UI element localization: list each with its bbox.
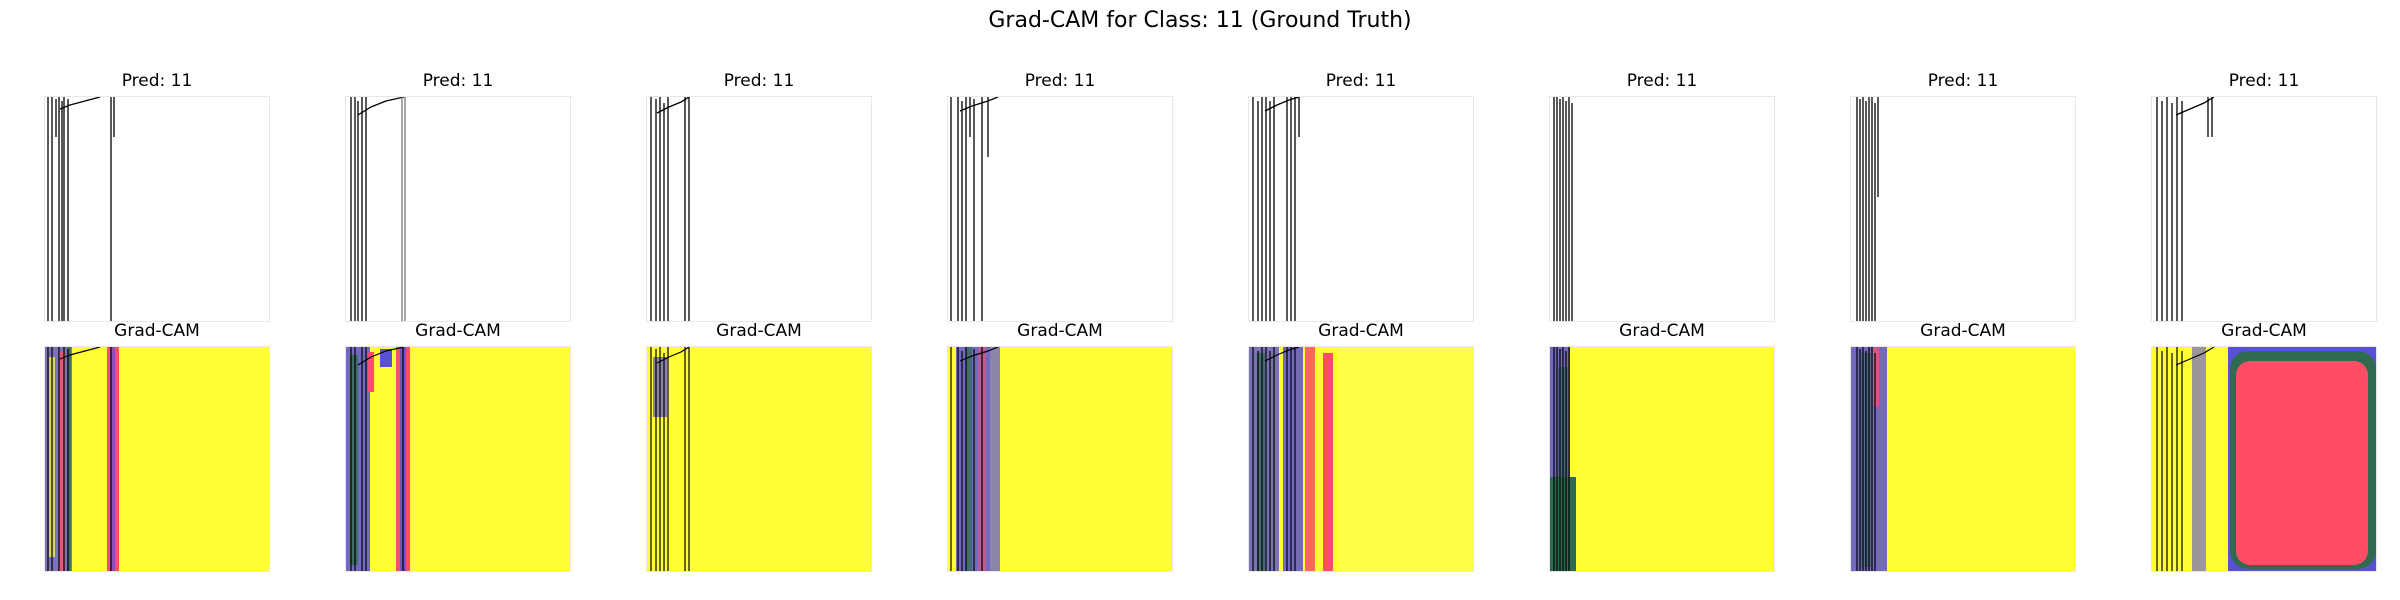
gradcam-title: Grad-CAM: [1619, 321, 1705, 341]
input-signal-image: [2151, 96, 2377, 322]
panel-column-4: Pred: 11 Grad-CAM: [947, 0, 1173, 600]
panel-column-8: Pred: 11 Grad-CAM: [2151, 0, 2377, 600]
panel-column-1: Pred: 11 Grad-CAM: [44, 0, 270, 600]
input-signal-image: [646, 96, 872, 322]
prediction-title: Pred: 11: [1024, 71, 1096, 91]
input-signal-image: [345, 96, 571, 322]
gradcam-title: Grad-CAM: [1318, 321, 1404, 341]
input-signal-image: [44, 96, 270, 322]
gradcam-heatmap: [947, 346, 1173, 572]
input-signal-image: [1549, 96, 1775, 322]
gradcam-heatmap: [44, 346, 270, 572]
panel-column-2: Pred: 11 Grad-CAM: [345, 0, 571, 600]
input-signal-image: [1850, 96, 2076, 322]
figure-title: Grad-CAM for Class: 11 (Ground Truth): [988, 8, 1412, 33]
prediction-title: Pred: 11: [1927, 71, 1999, 91]
prediction-title: Pred: 11: [2228, 71, 2300, 91]
gradcam-title: Grad-CAM: [114, 321, 200, 341]
gradcam-title: Grad-CAM: [716, 321, 802, 341]
prediction-title: Pred: 11: [1325, 71, 1397, 91]
gradcam-heatmap: [345, 346, 571, 572]
prediction-title: Pred: 11: [1626, 71, 1698, 91]
gradcam-heatmap: [1850, 346, 2076, 572]
gradcam-heatmap: [1549, 346, 1775, 572]
panel-column-3: Pred: 11 Grad-CAM: [646, 0, 872, 600]
gradcam-title: Grad-CAM: [1017, 321, 1103, 341]
prediction-title: Pred: 11: [422, 71, 494, 91]
panel-column-5: Pred: 11 Grad-CAM: [1248, 0, 1474, 600]
panel-column-6: Pred: 11 Grad-CAM: [1549, 0, 1775, 600]
input-signal-image: [1248, 96, 1474, 322]
gradcam-heatmap: [646, 346, 872, 572]
prediction-title: Pred: 11: [121, 71, 193, 91]
prediction-title: Pred: 11: [723, 71, 795, 91]
gradcam-heatmap: [1248, 346, 1474, 572]
gradcam-heatmap: [2151, 346, 2377, 572]
panel-column-7: Pred: 11 Grad-CAM: [1850, 0, 2076, 600]
gradcam-title: Grad-CAM: [415, 321, 501, 341]
gradcam-title: Grad-CAM: [1920, 321, 2006, 341]
input-signal-image: [947, 96, 1173, 322]
gradcam-title: Grad-CAM: [2221, 321, 2307, 341]
